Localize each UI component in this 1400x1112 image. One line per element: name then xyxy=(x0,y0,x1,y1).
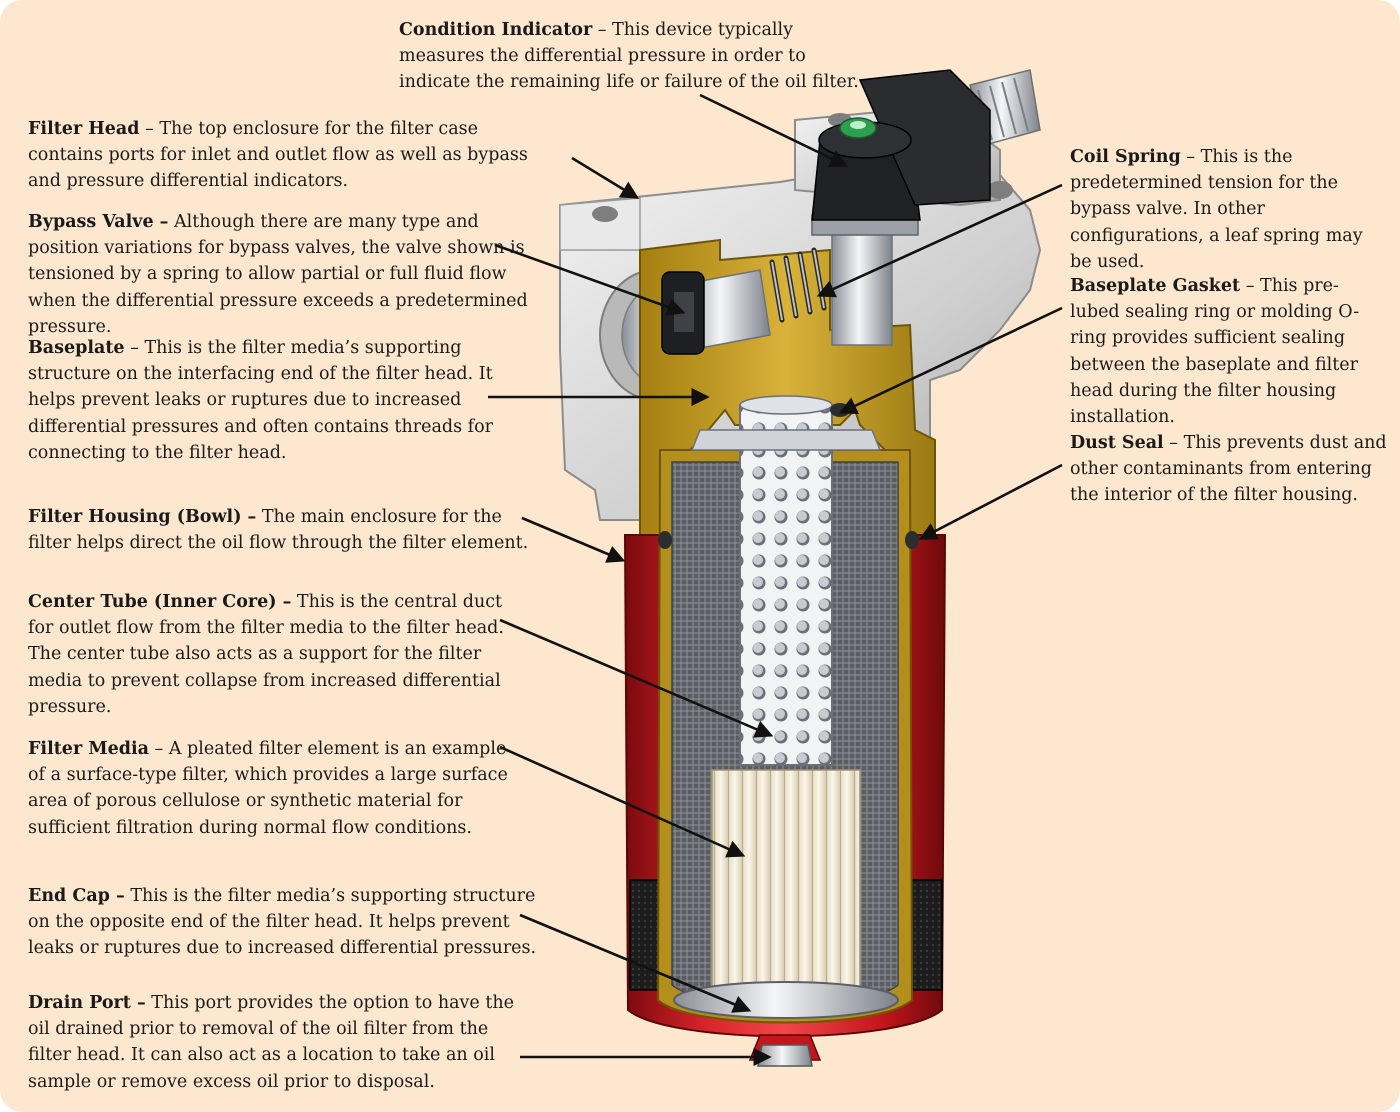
label-title: Baseplate xyxy=(28,338,125,358)
label-drain-port: Drain Port – This port provides the opti… xyxy=(28,990,518,1095)
label-condition-indicator: Condition Indicator – This device typica… xyxy=(399,17,869,96)
label-title: Dust Seal xyxy=(1070,433,1164,453)
arrow-filter-media xyxy=(499,745,746,858)
condition-indicator-art xyxy=(811,69,991,346)
label-body: – The top enclosure for the filter case … xyxy=(28,119,528,192)
label-filter-head: Filter Head – The top enclosure for the … xyxy=(28,116,548,195)
label-title: Center Tube (Inner Core) – xyxy=(28,592,292,612)
label-body: – This device typically measures the dif… xyxy=(399,20,859,93)
label-title: Bypass Valve – xyxy=(28,212,169,232)
label-title: End Cap – xyxy=(28,886,125,906)
leader-arrows xyxy=(488,93,1063,1067)
label-title: Filter Media xyxy=(28,739,149,759)
label-body: – This pre-lubed sealing ring or molding… xyxy=(1070,276,1360,428)
label-body: – This is the predetermined tension for … xyxy=(1070,147,1363,272)
label-title: Filter Housing (Bowl) – xyxy=(28,507,257,527)
label-coil-spring: Coil Spring – This is the predetermined … xyxy=(1070,144,1388,275)
label-dust-seal: Dust Seal – This prevents dust and other… xyxy=(1070,430,1395,509)
arrow-center-tube xyxy=(499,618,774,738)
label-body: This port provides the option to have th… xyxy=(28,993,515,1092)
label-body: – This prevents dust and other contamina… xyxy=(1070,433,1387,506)
label-bypass-valve: Bypass Valve – Although there are many t… xyxy=(28,209,548,340)
label-title: Drain Port – xyxy=(28,993,146,1013)
arrow-bypass-valve xyxy=(494,243,686,316)
label-title: Baseplate Gasket xyxy=(1070,276,1241,296)
label-title: Coil Spring xyxy=(1070,147,1181,167)
label-center-tube: Center Tube (Inner Core) – This is the c… xyxy=(28,589,513,720)
label-title: Filter Head xyxy=(28,119,140,139)
label-filter-housing: Filter Housing (Bowl) – The main enclosu… xyxy=(28,504,533,556)
arrow-end-cap xyxy=(519,913,752,1013)
label-body: This is the central duct for outlet flow… xyxy=(28,592,504,717)
arrow-coil-spring xyxy=(816,183,1063,298)
label-body: – This is the filter media’s supporting … xyxy=(28,338,493,463)
label-end-cap: End Cap – This is the filter media’s sup… xyxy=(28,883,543,962)
arrow-filter-head xyxy=(571,156,640,199)
label-body: The main enclosure for the filter helps … xyxy=(28,507,529,554)
label-filter-media: Filter Media – A pleated filter element … xyxy=(28,736,513,841)
label-body: – A pleated filter element is an example… xyxy=(28,739,508,838)
label-body: This is the filter media’s supporting st… xyxy=(28,886,537,959)
arrow-dust-seal xyxy=(918,463,1063,540)
label-title: Condition Indicator xyxy=(399,20,593,40)
arrow-condition-indicator xyxy=(699,93,849,167)
label-baseplate-gasket: Baseplate Gasket – This pre-lubed sealin… xyxy=(1070,273,1388,430)
arrow-filter-housing xyxy=(521,516,626,563)
label-body: Although there are many type and positio… xyxy=(28,212,528,337)
inner-cutaway xyxy=(656,395,919,1024)
label-baseplate: Baseplate – This is the filter media’s s… xyxy=(28,335,498,466)
arrow-baseplate-gasket xyxy=(838,306,1063,415)
